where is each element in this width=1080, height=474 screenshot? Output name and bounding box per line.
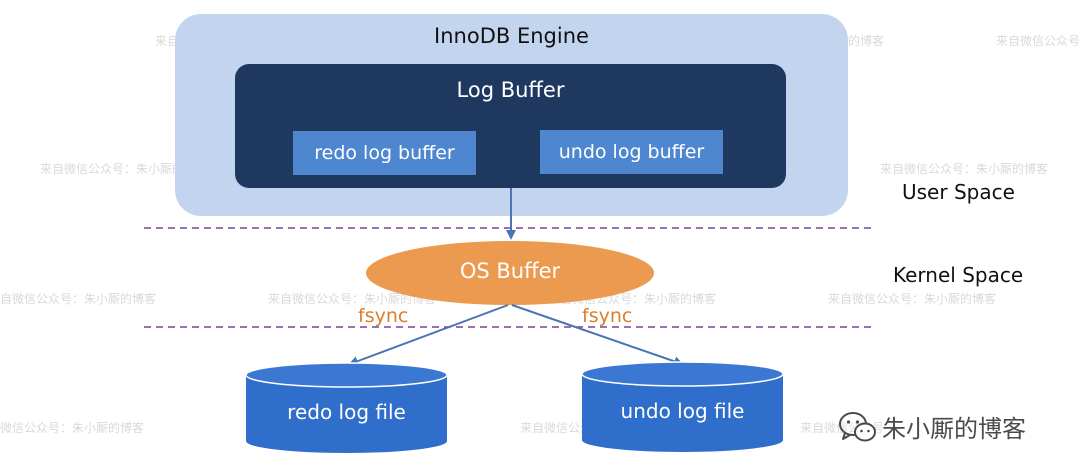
undo-log-buffer-box: undo log buffer [540, 130, 723, 174]
wechat-icon [839, 411, 876, 441]
fsync-arrow-undo [511, 304, 684, 367]
wechat-brand: 朱小厮的博客 [838, 409, 1026, 444]
log-buffer-title: Log Buffer [456, 78, 565, 102]
undo-log-buffer-label: undo log buffer [558, 141, 705, 163]
os-buffer-ellipse [366, 241, 654, 305]
watermark: 来自微信公众号 [996, 34, 1080, 48]
fsync-arrow-redo [348, 304, 509, 366]
fsync-label-undo: fsync [582, 305, 633, 327]
watermark: 来自微信公众号：朱小厮的博客 [40, 162, 209, 176]
fsync-label-redo: fsync [358, 305, 409, 327]
watermark: 微信公众号：朱小厮的博客 [0, 421, 145, 435]
os-buffer-label: OS Buffer [459, 259, 561, 283]
watermark: 来自微信公众号：朱小厮的博客 [268, 292, 437, 306]
user-space-label: User Space [902, 180, 1015, 204]
redo-log-buffer-box: redo log buffer [293, 131, 476, 175]
redo-log-file-cylinder [245, 362, 448, 453]
watermark: 自微信公众号：朱小厮的博客 [0, 292, 157, 306]
watermark: 来自微信公众号：朱小厮的博客 [880, 162, 1049, 176]
innodb-engine-title: InnoDB Engine [434, 24, 589, 48]
watermark: 来自微信公众号：朱小厮的博客 [828, 292, 997, 306]
wechat-brand-name: 朱小厮的博客 [882, 415, 1026, 443]
undo-log-file-cylinder [581, 361, 784, 452]
undo-log-file-label: undo log file [620, 399, 745, 423]
kernel-space-label: Kernel Space [893, 263, 1024, 287]
redo-log-file-label: redo log file [287, 400, 406, 424]
redo-log-buffer-label: redo log buffer [314, 142, 455, 164]
